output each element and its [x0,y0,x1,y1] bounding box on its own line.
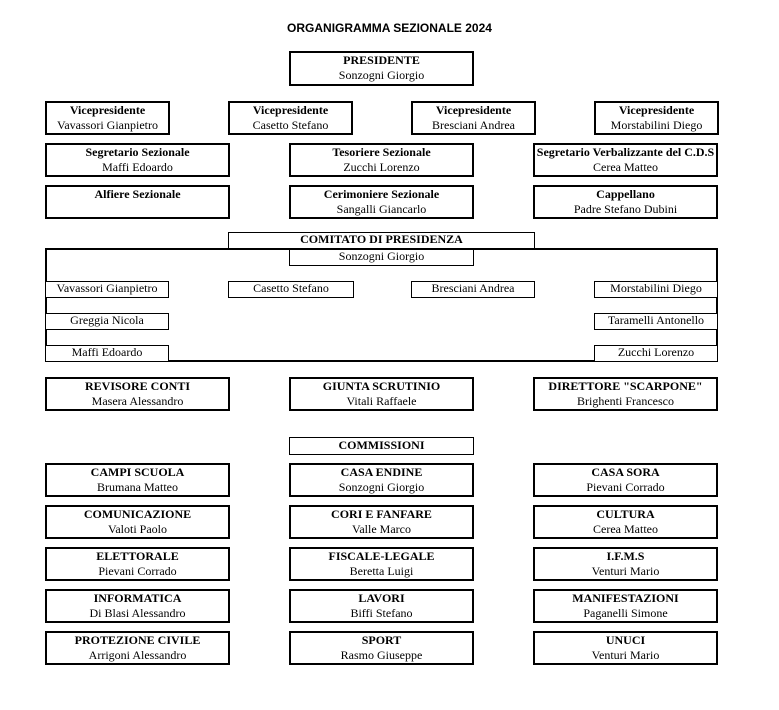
person-name: Beretta Luigi [349,564,414,578]
vicepresidente-box: Vicepresidente Bresciani Andrea [411,101,536,135]
person-name: Brumana Matteo [97,480,178,494]
person-name: Sonzogni Giorgio [338,480,425,494]
role-label: UNUCI [605,633,646,647]
person-name: Venturi Mario [591,648,660,662]
role-label: Cerimoniere Sezionale [323,187,440,201]
comitato-head: Sonzogni Giorgio [289,249,474,266]
role-label: LAVORI [358,591,405,605]
role-label: Vicepresidente [435,103,512,117]
person-name: Masera Alessandro [91,394,184,408]
person-name: Morstabilini Diego [610,118,703,132]
person-name: Rasmo Giuseppe [340,648,423,662]
role-label: I.F.M.S [606,549,645,563]
role-label: Vicepresidente [69,103,146,117]
role-label: SPORT [361,633,402,647]
comitato-member: Morstabilini Diego [594,281,718,298]
person-name: Sangalli Giancarlo [336,202,427,216]
commissione-box: CASA SORA Pievani Corrado [533,463,718,497]
commissioni-label: COMMISSIONI [289,437,474,455]
commissione-box: LAVORI Biffi Stefano [289,589,474,623]
commissione-box: MANIFESTAZIONI Paganelli Simone [533,589,718,623]
role-label: COMUNICAZIONE [83,507,192,521]
direttore-scarpone-box: DIRETTORE "SCARPONE" Brighenti Francesco [533,377,718,411]
person-name: Pievani Corrado [586,480,665,494]
person-name: Vitali Raffaele [346,394,417,408]
person-name: Venturi Mario [591,564,660,578]
role-label: Vicepresidente [618,103,695,117]
cerimoniere-box: Cerimoniere Sezionale Sangalli Giancarlo [289,185,474,219]
person-name: Di Blasi Alessandro [89,606,186,620]
person-name: Padre Stefano Dubini [573,202,678,216]
comitato-member: Zucchi Lorenzo [594,345,718,362]
role-label: MANIFESTAZIONI [572,591,679,605]
role-label: Tesoriere Sezionale [332,145,431,159]
role-label: ELETTORALE [96,549,179,563]
role-label: Cappellano [596,187,655,201]
commissione-box: ELETTORALE Pievani Corrado [45,547,230,581]
role-label: CASA ENDINE [340,465,423,479]
role-label: CORI E FANFARE [331,507,432,521]
role-label: REVISORE CONTI [84,379,191,393]
role-label: PROTEZIONE CIVILE [74,633,201,647]
person-name: Zucchi Lorenzo [343,160,420,174]
person-name: Maffi Edoardo [102,160,173,174]
commissione-box: CASA ENDINE Sonzogni Giorgio [289,463,474,497]
commissione-box: CAMPI SCUOLA Brumana Matteo [45,463,230,497]
vicepresidente-box: Vicepresidente Morstabilini Diego [594,101,719,135]
person-name: Valle Marco [352,522,411,536]
person-name: Valoti Paolo [108,522,167,536]
role-label: CASA SORA [591,465,660,479]
commissione-box: CULTURA Cerea Matteo [533,505,718,539]
role-label: Vicepresidente [252,103,329,117]
comitato-member: Taramelli Antonello [594,313,718,330]
comitato-member: Bresciani Andrea [411,281,535,298]
commissione-box: I.F.M.S Venturi Mario [533,547,718,581]
role-label: GIUNTA SCRUTINIO [322,379,441,393]
role-label: DIRETTORE "SCARPONE" [548,379,703,393]
person-name: Bresciani Andrea [432,118,515,132]
segretario-verbalizzante-box: Segretario Verbalizzante del C.D.S Cerea… [533,143,718,177]
tesoriere-box: Tesoriere Sezionale Zucchi Lorenzo [289,143,474,177]
role-label: FISCALE-LEGALE [328,549,435,563]
person-name: Vavassori Gianpietro [57,118,158,132]
role-label: INFORMATICA [93,591,182,605]
comitato-member: Maffi Edoardo [45,345,169,362]
vicepresidente-box: Vicepresidente Casetto Stefano [228,101,353,135]
person-name: Pievani Corrado [98,564,177,578]
person-name: Biffi Stefano [350,606,413,620]
revisore-conti-box: REVISORE CONTI Masera Alessandro [45,377,230,411]
comitato-member: Greggia Nicola [45,313,169,330]
presidente-box: PRESIDENTE Sonzogni Giorgio [289,51,474,86]
segretario-box: Segretario Sezionale Maffi Edoardo [45,143,230,177]
person-name: Sonzogni Giorgio [338,68,425,82]
role-label: Alfiere Sezionale [94,187,181,201]
commissione-box: UNUCI Venturi Mario [533,631,718,665]
commissione-box: INFORMATICA Di Blasi Alessandro [45,589,230,623]
cappellano-box: Cappellano Padre Stefano Dubini [533,185,718,219]
commissione-box: PROTEZIONE CIVILE Arrigoni Alessandro [45,631,230,665]
alfiere-box: Alfiere Sezionale [45,185,230,219]
role-label: Segretario Verbalizzante del C.D.S [536,145,715,159]
comitato-label: COMITATO DI PRESIDENZA [228,232,535,249]
person-name: Arrigoni Alessandro [88,648,187,662]
page-title: ORGANIGRAMMA SEZIONALE 2024 [287,21,492,35]
person-name: Cerea Matteo [593,522,658,536]
role-label: CULTURA [596,507,655,521]
giunta-scrutinio-box: GIUNTA SCRUTINIO Vitali Raffaele [289,377,474,411]
person-name: Casetto Stefano [252,118,329,132]
commissione-box: SPORT Rasmo Giuseppe [289,631,474,665]
commissione-box: CORI E FANFARE Valle Marco [289,505,474,539]
role-label: CAMPI SCUOLA [90,465,185,479]
person-name: Brighenti Francesco [577,394,674,408]
commissione-box: COMUNICAZIONE Valoti Paolo [45,505,230,539]
person-name: Cerea Matteo [593,160,658,174]
role-label: Segretario Sezionale [85,145,190,159]
person-name: Paganelli Simone [583,606,668,620]
comitato-member: Casetto Stefano [228,281,354,298]
comitato-member: Vavassori Gianpietro [45,281,169,298]
commissione-box: FISCALE-LEGALE Beretta Luigi [289,547,474,581]
role-label: PRESIDENTE [343,53,420,67]
vicepresidente-box: Vicepresidente Vavassori Gianpietro [45,101,170,135]
